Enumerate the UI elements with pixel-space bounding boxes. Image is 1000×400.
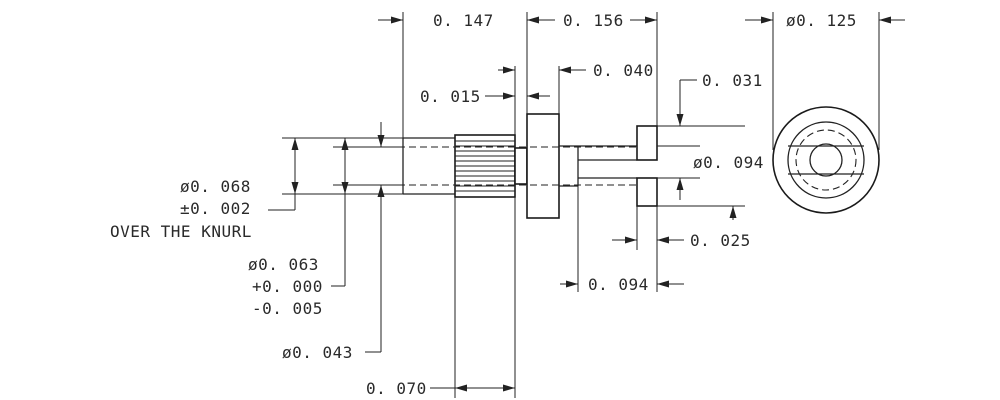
end-view-outer-circle [772,106,880,214]
dim-dia-0094: ø0. 094 [693,153,764,172]
dim-dia-0063: ø0. 063 [248,255,319,274]
end-view-bore-circle [809,143,843,177]
dimension-lines [268,12,905,398]
dim-knurl-tol: ±0. 002 [180,199,251,218]
dimension-labels: 0. 147 0. 156 ø0. 125 0. 040 0. 015 0. 0… [110,11,857,398]
dim-dia-0043: ø0. 043 [282,343,353,362]
dim-0147: 0. 147 [433,11,494,30]
knurl-lines [455,140,515,192]
dim-0040: 0. 040 [593,61,654,80]
dim-0094: 0. 094 [588,275,649,294]
end-view [772,106,880,214]
fork-tine-bottom [636,177,658,207]
dim-knurl-note: OVER THE KNURL [110,222,252,241]
neck [514,147,528,185]
dim-tol-minus: -0. 005 [252,299,323,318]
flange [526,113,560,219]
dim-0031: 0. 031 [702,71,763,90]
end-view-hidden-circle [795,129,857,191]
dim-tol-plus: +0. 000 [252,277,323,296]
dim-0156: 0. 156 [563,11,624,30]
dim-0015: 0. 015 [420,87,481,106]
dim-dia-0125: ø0. 125 [786,11,857,30]
side-view [365,113,658,219]
fork-tine-top [636,125,658,161]
dim-knurl-dia: ø0. 068 [180,177,251,196]
end-view-middle-circle [787,121,865,199]
dim-0070: 0. 070 [366,379,427,398]
dim-0025: 0. 025 [690,231,751,250]
